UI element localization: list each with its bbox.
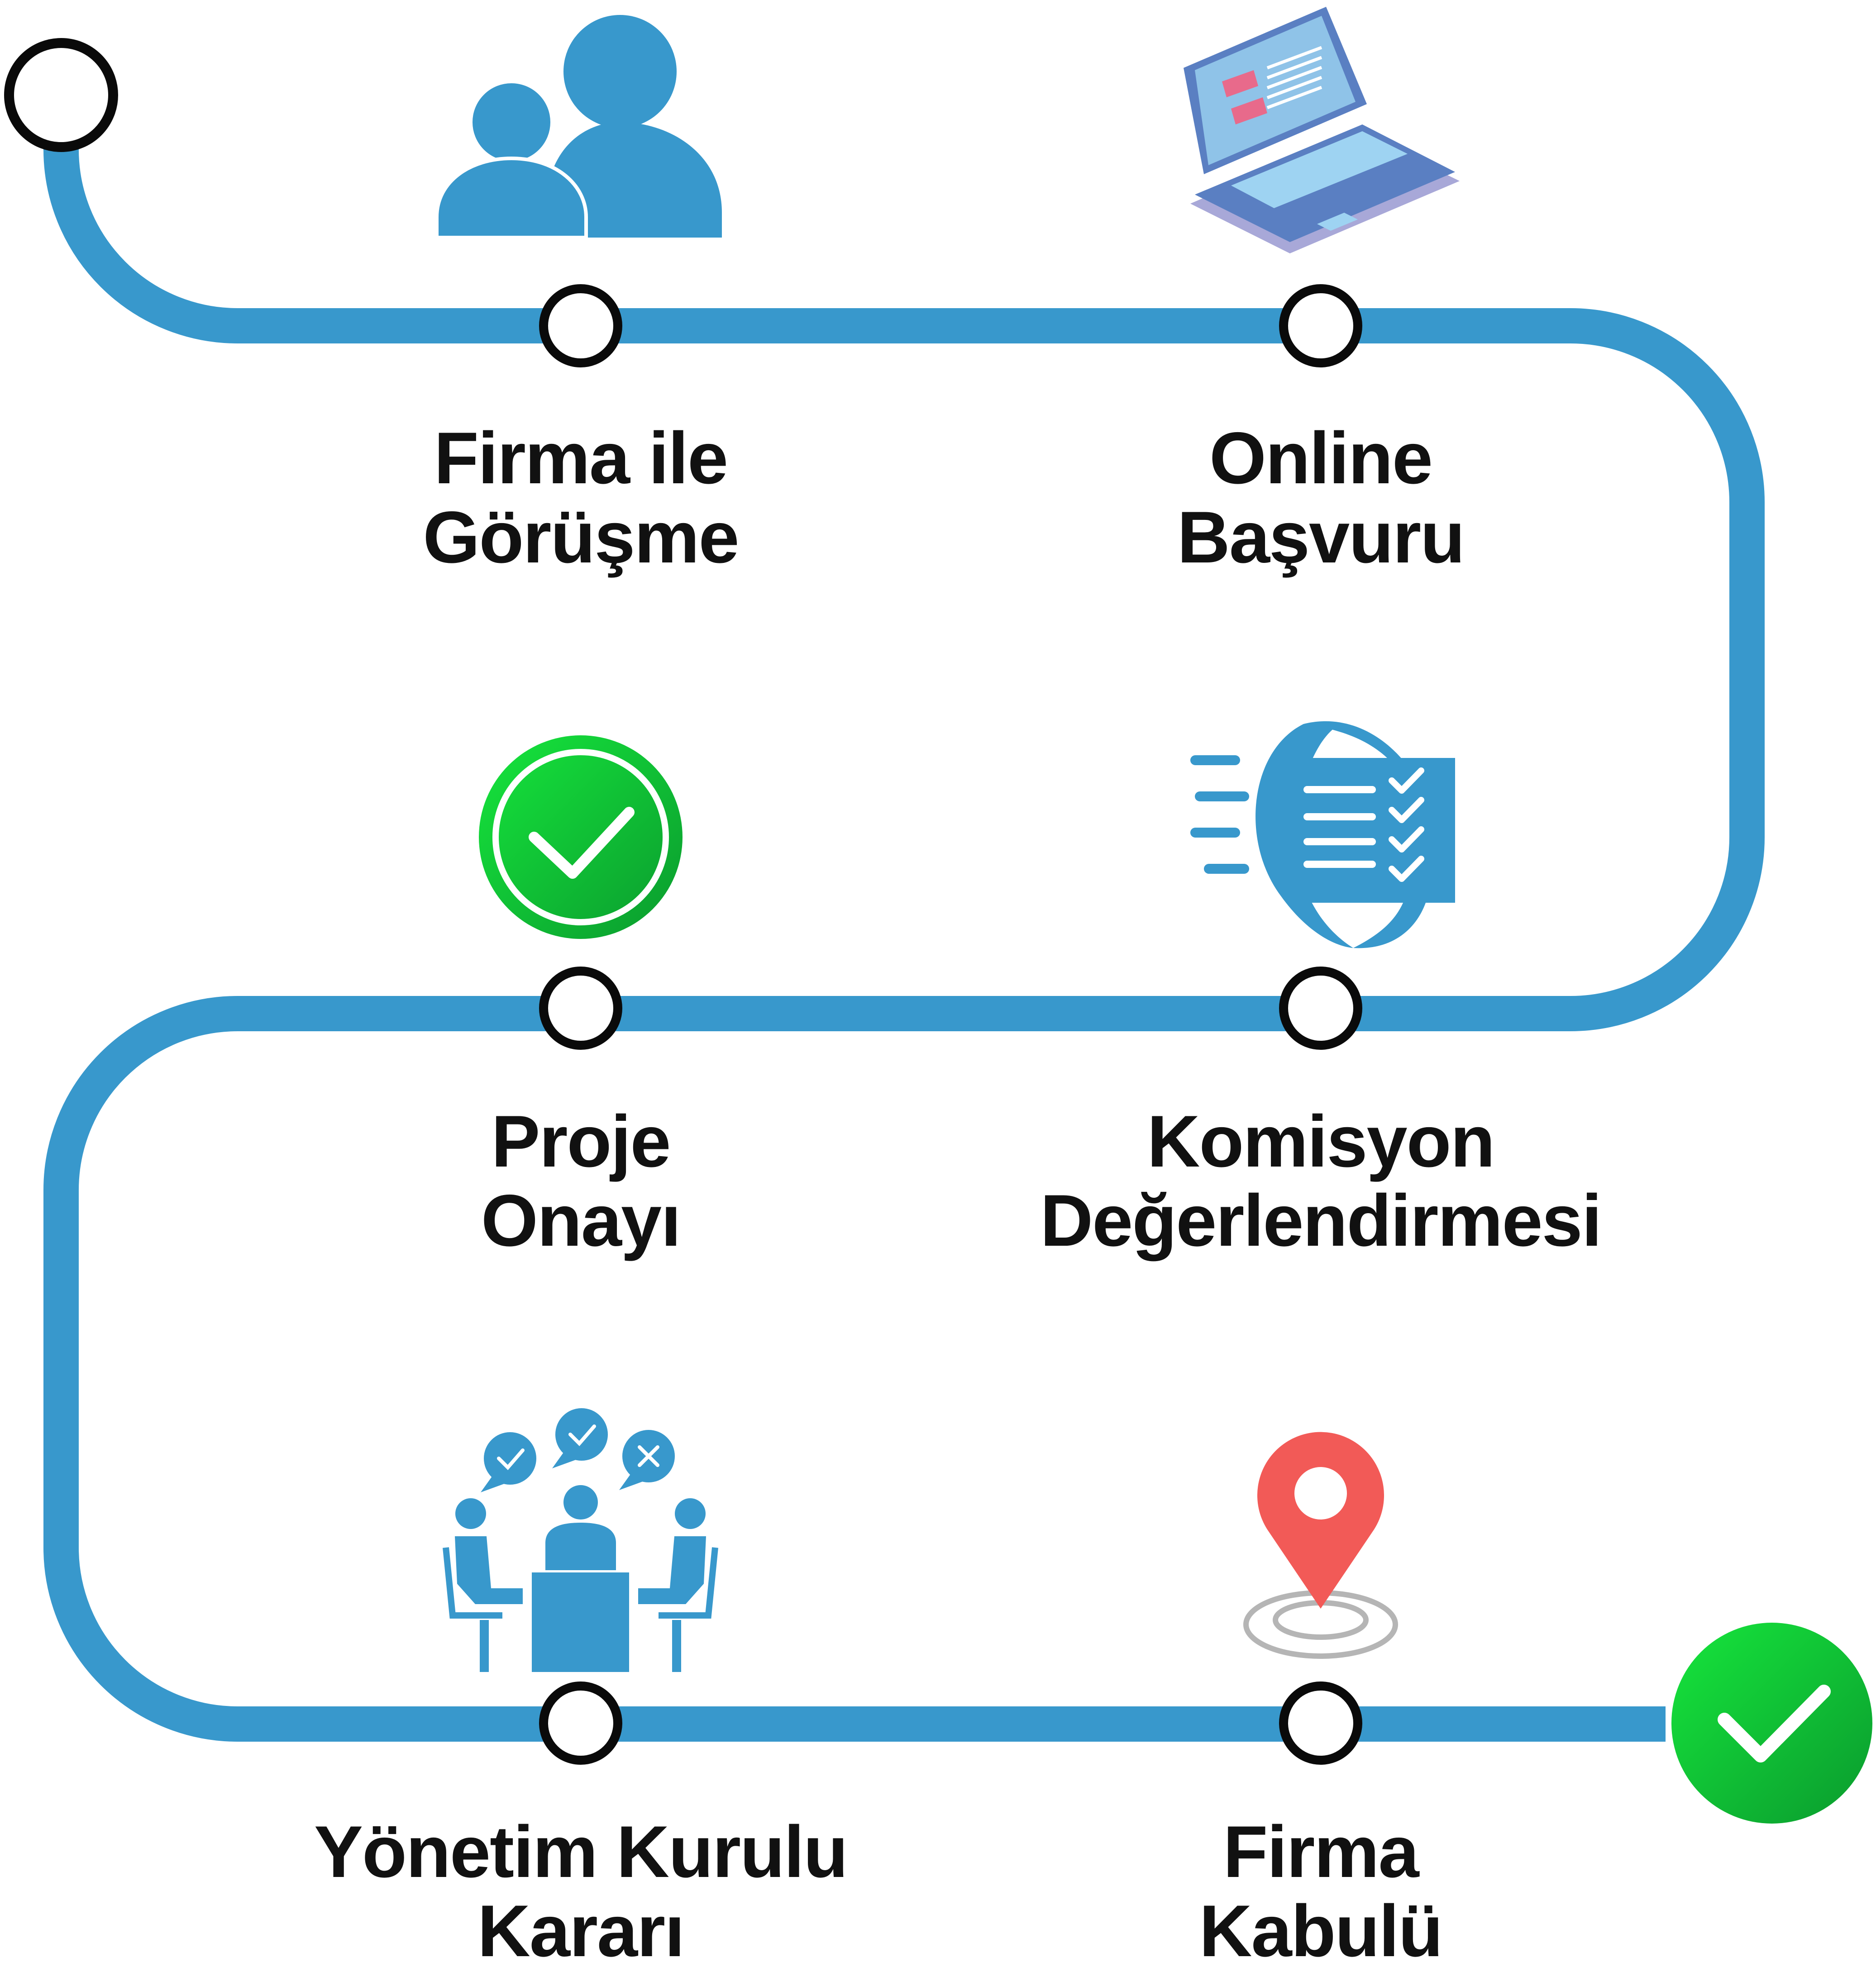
step-label-line2: Değerlendirmesi xyxy=(1040,1180,1602,1262)
step-label-komisyon-degerlendirmesi: Komisyon Değerlendirmesi xyxy=(981,1102,1660,1260)
step-label-firma-kabulu: Firma Kabulü xyxy=(981,1812,1660,1971)
step-node-komisyon-degerlendirmesi xyxy=(1279,967,1362,1050)
step-label-line2: Başvuru xyxy=(1177,496,1465,578)
step-label-line1: Online xyxy=(1209,417,1433,499)
users-icon xyxy=(435,15,722,239)
location-pin-icon xyxy=(1243,1432,1398,1659)
step-label-yonetim-kurulu-karari: Yönetim Kurulu Kararı xyxy=(241,1812,920,1971)
step-label-line1: Firma xyxy=(1223,1811,1419,1893)
step-label-line2: Kararı xyxy=(477,1890,685,1972)
meeting-icon xyxy=(443,1408,718,1672)
step-node-yonetim-kurulu-karari xyxy=(539,1681,622,1765)
step-label-line1: Firma ile xyxy=(434,417,728,499)
step-node-online-basvuru xyxy=(1279,284,1362,367)
step-node-firma-kabulu xyxy=(1279,1681,1362,1765)
start-circle-icon xyxy=(4,38,118,152)
step-node-proje-onayi xyxy=(539,967,622,1050)
step-nodes xyxy=(539,284,1362,1765)
step-label-line2: Görüşme xyxy=(423,496,739,578)
step-label-proje-onayi: Proje Onayı xyxy=(241,1102,920,1260)
step-label-firma-ile-gorusme: Firma ile Görüşme xyxy=(241,419,920,577)
process-track xyxy=(43,95,1765,1742)
checklist-icon xyxy=(1190,721,1455,948)
step-icons xyxy=(435,7,1460,1672)
step-label-line1: Proje xyxy=(491,1100,671,1182)
check-badge-icon xyxy=(479,735,683,939)
step-label-line2: Kabulü xyxy=(1199,1890,1443,1972)
step-node-firma-ile-gorusme xyxy=(539,284,622,367)
laptop-icon xyxy=(1184,7,1460,253)
step-label-line1: Yönetim Kurulu xyxy=(314,1811,848,1893)
step-label-line2: Onayı xyxy=(481,1180,681,1262)
step-label-line1: Komisyon xyxy=(1147,1100,1495,1182)
step-label-online-basvuru: Online Başvuru xyxy=(981,419,1660,577)
end-check-icon xyxy=(1671,1623,1872,1824)
